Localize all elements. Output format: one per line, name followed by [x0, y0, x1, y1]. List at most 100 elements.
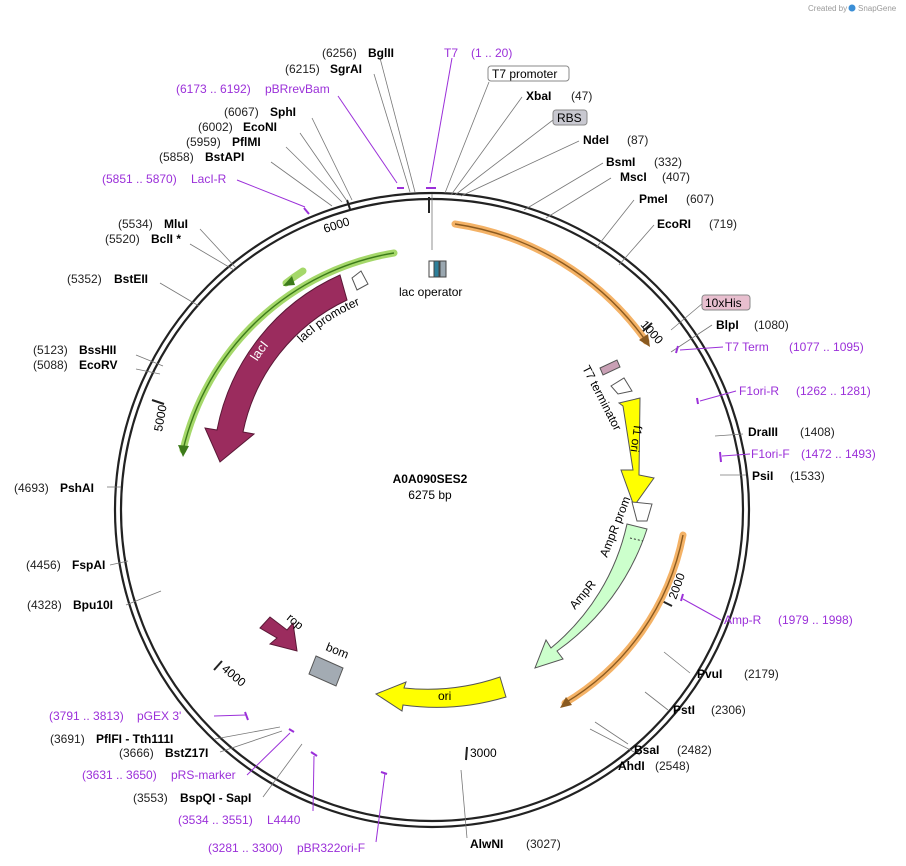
- ori-label: ori: [438, 689, 451, 703]
- laci-promoter-feature[interactable]: [351, 270, 369, 291]
- ampr-promoter-feature[interactable]: [631, 501, 653, 522]
- primer-amp-r-range: (1979 .. 1998): [778, 613, 853, 627]
- site-ecorv-pos: (5088): [33, 358, 68, 372]
- primer-f1ori-f: F1ori-F: [751, 447, 790, 461]
- primer-pbr322ori-f: pBR322ori-F: [297, 841, 365, 855]
- site-bpu10i-pos: (4328): [27, 598, 62, 612]
- site-pflfi-tth111i: PflFI - Tth111I: [96, 732, 173, 746]
- t7-promoter-box[interactable]: T7 promoter: [487, 65, 570, 82]
- site-bstz17i-pos: (3666): [119, 746, 154, 760]
- site-bcli: BclI *: [151, 232, 181, 246]
- site-pflfi-pos: (3691): [50, 732, 85, 746]
- credit-prefix: Created by: [808, 4, 847, 13]
- primer-f1ori-r-range: (1262 .. 1281): [796, 384, 871, 398]
- site-psti: PstI: [673, 703, 695, 717]
- site-ndei: NdeI: [583, 133, 609, 147]
- site-bsai-pos: (2482): [677, 743, 712, 757]
- site-bcli-pos: (5520): [105, 232, 140, 246]
- lac-operator-core[interactable]: [433, 260, 440, 278]
- site-pshai-pos: (4693): [14, 481, 49, 495]
- site-xbai-pos: (47): [571, 89, 592, 103]
- site-pmei: PmeI: [639, 192, 668, 206]
- his-label: 10xHis: [705, 296, 742, 310]
- site-bsai: BsaI: [634, 743, 659, 757]
- site-bpu10i: Bpu10I: [73, 598, 113, 612]
- site-bspqi-pos: (3553): [133, 791, 168, 805]
- site-bsmi-pos: (332): [654, 155, 682, 169]
- site-msci: MscI: [620, 170, 647, 184]
- primer-leaders: [213, 57, 751, 843]
- primer-prs-marker: pRS-marker: [171, 768, 236, 782]
- primer-pbr322ori-f-range: (3281 .. 3300): [208, 841, 283, 855]
- primer-l4440-range: (3534 .. 3551): [178, 813, 253, 827]
- site-bstapi-pos: (5858): [159, 150, 194, 164]
- rbs-label: RBS: [557, 111, 582, 125]
- site-bstapi: BstAPI: [205, 150, 244, 164]
- site-ndei-pos: (87): [627, 133, 648, 147]
- site-econi: EcoNI: [243, 120, 277, 134]
- site-pflmi-pos: (5959): [186, 135, 221, 149]
- site-bsshii-pos: (5123): [33, 343, 68, 357]
- svg-text:f1 ori: f1 ori: [627, 425, 644, 453]
- bom-feature[interactable]: [308, 655, 344, 687]
- site-leaders: [107, 57, 746, 839]
- rop-feature[interactable]: [259, 616, 298, 652]
- primer-pbrrevbam-range: (6173 .. 6192): [176, 82, 251, 96]
- site-psii: PsiI: [752, 469, 773, 483]
- site-ecorv: EcoRV: [79, 358, 117, 372]
- lac-operator-part[interactable]: [428, 260, 435, 278]
- primer-t7-term: T7 Term: [725, 340, 769, 354]
- snapgene-logo-icon: [848, 4, 856, 12]
- site-draiii: DraIII: [748, 425, 778, 439]
- site-pvui-pos: (2179): [744, 667, 779, 681]
- site-pvui: PvuI: [697, 667, 722, 681]
- primer-pgex3-range: (3791 .. 3813): [49, 709, 124, 723]
- bom-label: bom: [324, 640, 351, 662]
- primer-marks: [244, 187, 722, 775]
- site-ahdi-pos: (2548): [655, 759, 690, 773]
- site-bglii-pos: (6256): [322, 46, 357, 60]
- site-alwni-pos: (3027): [526, 837, 561, 851]
- laci-feature[interactable]: [204, 274, 348, 463]
- t7-terminator-feature[interactable]: [610, 377, 633, 395]
- site-sphi-pos: (6067): [224, 105, 259, 119]
- site-fspai-pos: (4456): [26, 558, 61, 572]
- site-mlui-pos: (5534): [118, 217, 153, 231]
- site-ahdi: AhdI: [618, 759, 645, 773]
- site-mlui: MluI: [164, 217, 188, 231]
- f1-ori-label: f1 ori: [627, 425, 644, 453]
- site-sgrai: SgrAI: [330, 62, 362, 76]
- rbs-box[interactable]: RBS: [552, 109, 588, 126]
- site-bsteii-pos: (5352): [67, 272, 102, 286]
- site-draiii-pos: (1408): [800, 425, 835, 439]
- site-bglii: BglII: [368, 46, 394, 60]
- site-fspai: FspAI: [72, 558, 105, 572]
- his-tag-feature[interactable]: [599, 359, 621, 376]
- orf-arc-right-core: [564, 534, 684, 704]
- primer-amp-r: Amp-R: [724, 613, 762, 627]
- primer-t7: T7: [444, 46, 458, 60]
- site-pshai: PshAI: [60, 481, 94, 495]
- lac-operator-rbs[interactable]: [439, 260, 447, 278]
- site-ecori-pos: (719): [709, 217, 737, 231]
- orf-arc-outer-green-arrow: [178, 445, 189, 457]
- orf-arc-top-core: [454, 223, 647, 342]
- credit-brand: SnapGene: [858, 4, 897, 13]
- his-box[interactable]: 10xHis: [701, 294, 751, 311]
- orf-arc-top-arrow: [639, 334, 650, 347]
- site-pmei-pos: (607): [686, 192, 714, 206]
- site-psti-pos: (2306): [711, 703, 746, 717]
- ampr-feature[interactable]: [534, 523, 648, 669]
- orf-arc-right-arrow: [560, 697, 572, 708]
- orf-arc-top: [451, 220, 650, 345]
- primer-l4440: L4440: [267, 813, 301, 827]
- primer-f1ori-r: F1ori-R: [739, 384, 779, 398]
- primer-pgex3: pGEX 3': [137, 709, 181, 723]
- site-alwni: AlwNI: [470, 837, 503, 851]
- plasmid-name: A0A090SES2: [393, 472, 468, 486]
- tick-label-3000: 3000: [470, 746, 497, 760]
- lac-operator-label: lac operator: [399, 285, 462, 299]
- ori-feature[interactable]: [374, 676, 507, 712]
- site-bsmi: BsmI: [606, 155, 635, 169]
- site-bspqi-sapi: BspQI - SapI: [180, 791, 251, 805]
